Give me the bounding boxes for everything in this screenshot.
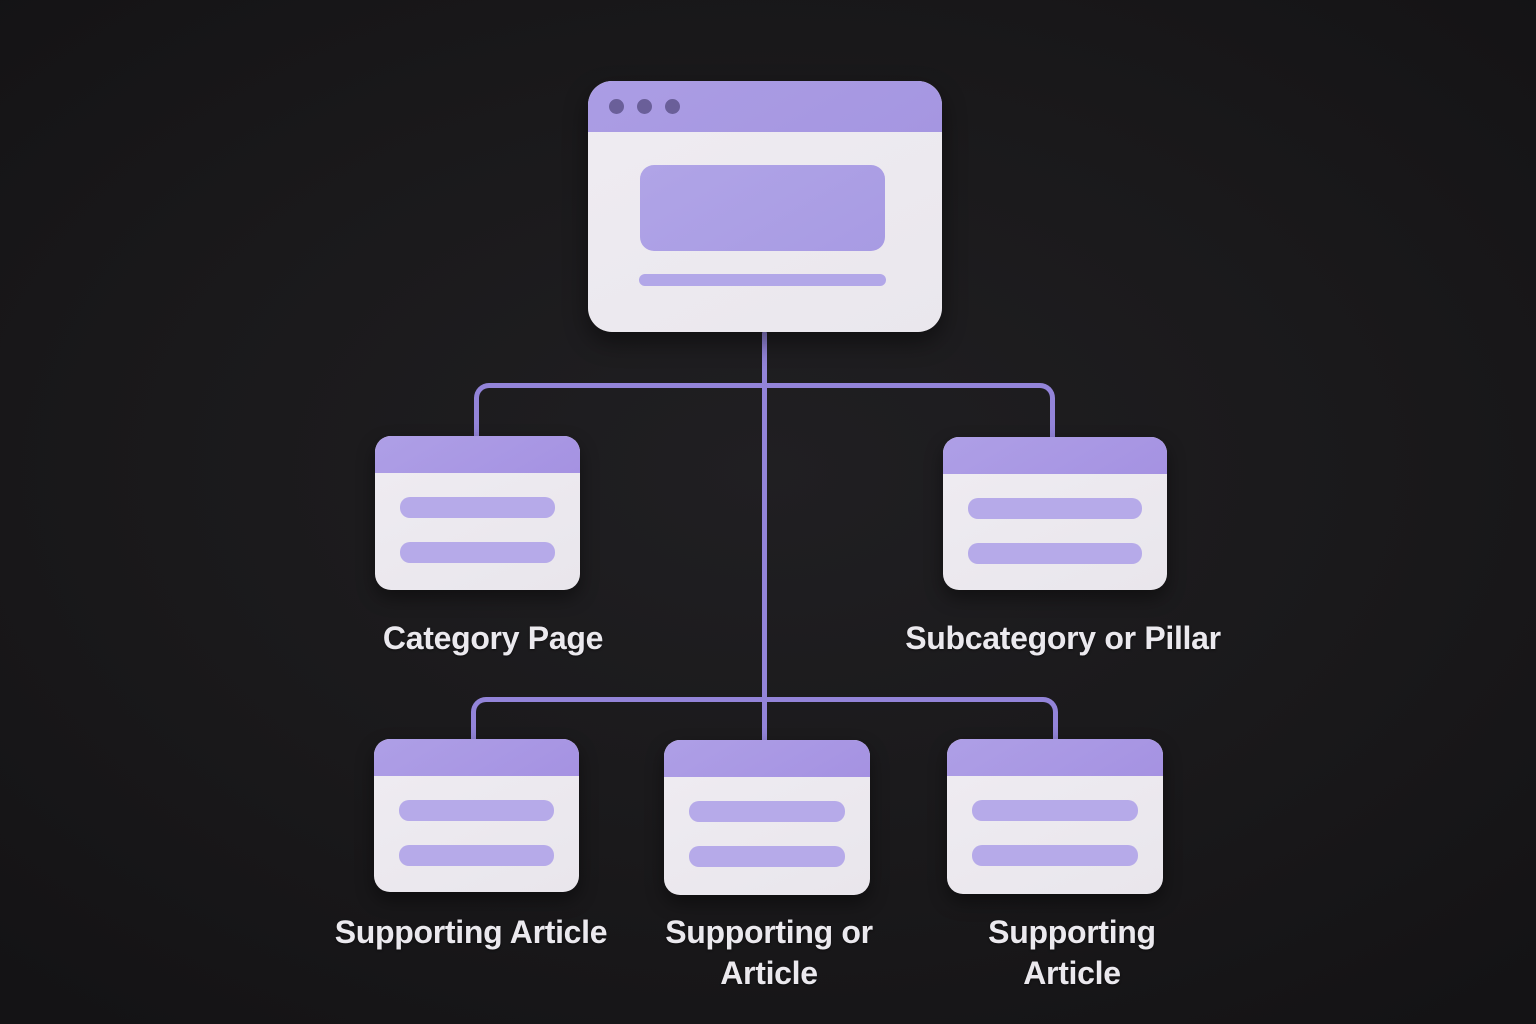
browser-window-node [588,81,942,332]
label-line: Article [720,955,818,991]
card-header-bar [943,437,1167,474]
window-titlebar [588,81,942,132]
category-page-label: Category Page [382,620,604,656]
connector-bracket-level1 [474,383,1055,439]
card-header-bar [375,436,580,473]
category-page-card [375,436,580,590]
card-header-bar [374,739,579,776]
text-line-placeholder [639,274,886,286]
window-control-dot [665,99,680,114]
text-line-placeholder [972,845,1138,866]
text-line-placeholder [400,497,555,518]
subcategory-pillar-label: Subcategory or Pillar [905,620,1221,656]
text-line-placeholder [399,800,554,821]
connector-main-stem [762,331,767,743]
text-line-placeholder [400,542,555,563]
text-line-placeholder [972,800,1138,821]
text-line-placeholder [689,846,845,867]
label-line: Supporting or [665,914,873,950]
text-line-placeholder [968,498,1142,519]
supporting-article-card-3 [947,739,1163,894]
supporting-article-label-3: Supporting Article [988,912,1156,994]
connector-bracket-level2 [471,697,1058,739]
label-line: Article [1023,955,1121,991]
window-control-dot [609,99,624,114]
card-header-bar [947,739,1163,776]
label-line: Supporting [988,914,1156,950]
window-control-dot [637,99,652,114]
supporting-article-label-1: Supporting Article [334,914,608,950]
supporting-article-label-2: Supporting or Article [665,912,873,994]
card-header-bar [664,740,870,777]
subcategory-pillar-card [943,437,1167,590]
supporting-article-card-2 [664,740,870,895]
text-line-placeholder [968,543,1142,564]
supporting-article-card-1 [374,739,579,892]
hero-content-placeholder [640,165,885,251]
text-line-placeholder [689,801,845,822]
text-line-placeholder [399,845,554,866]
